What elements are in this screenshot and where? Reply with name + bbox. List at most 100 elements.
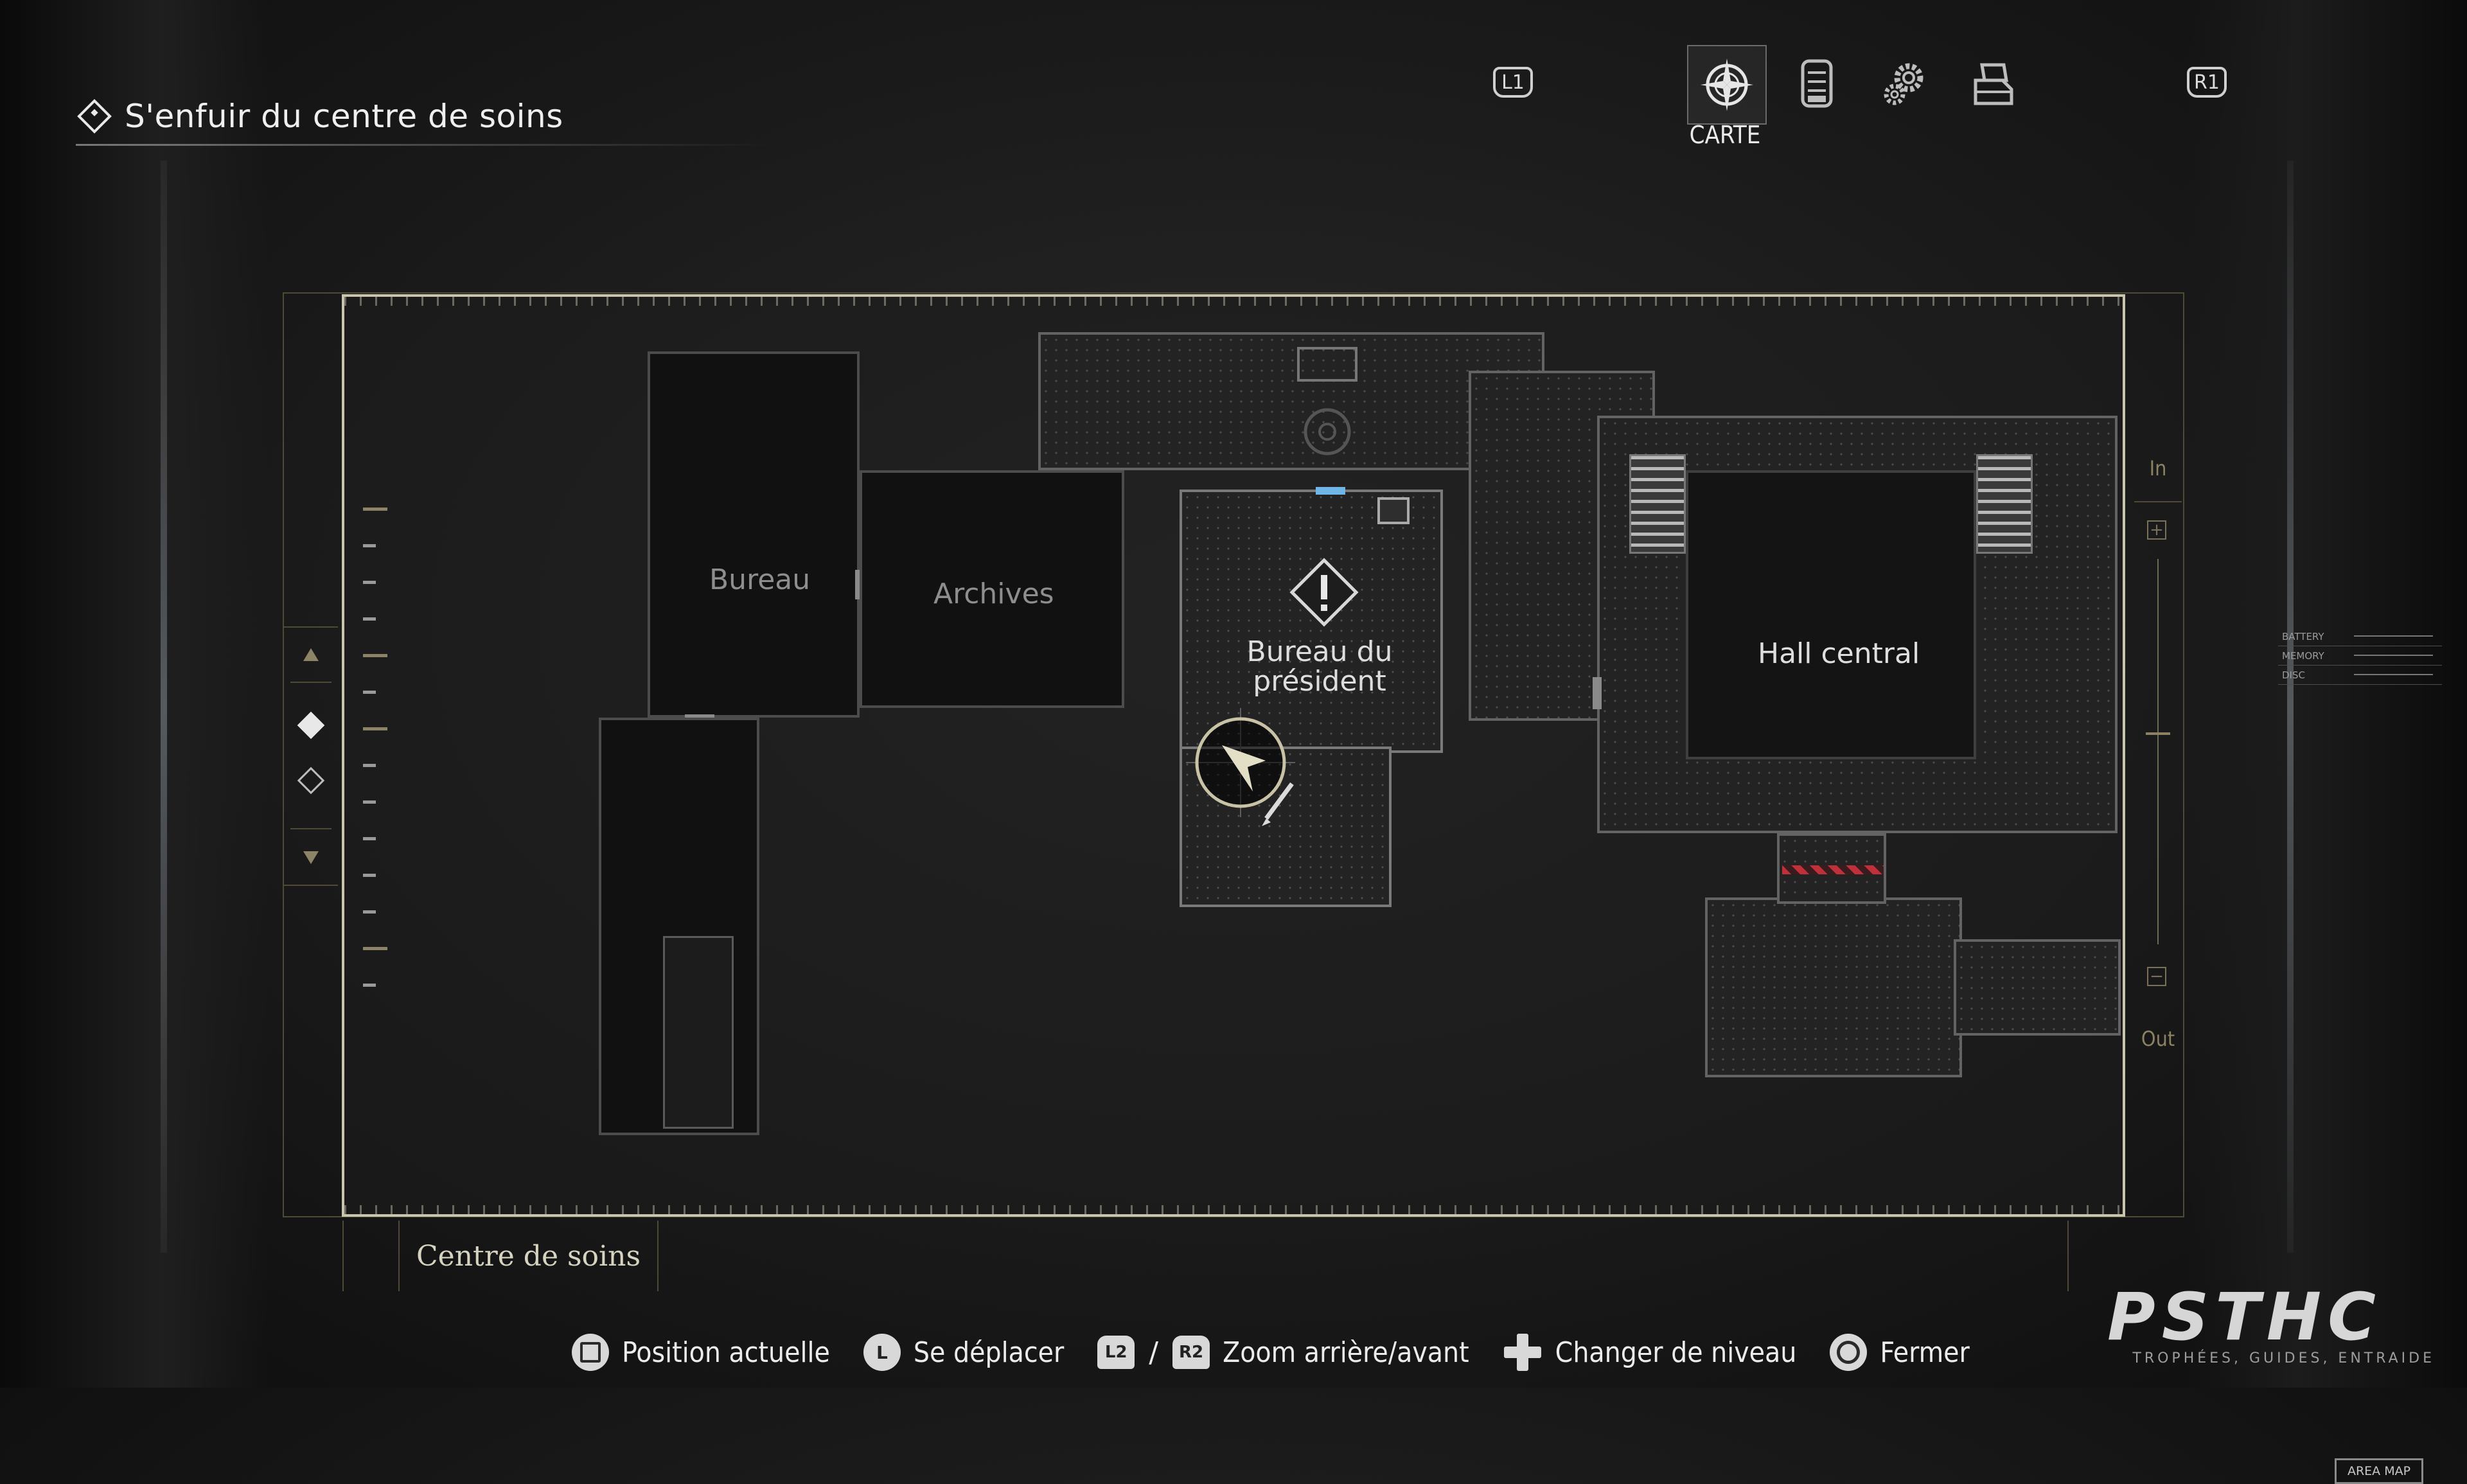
control-move[interactable]: L Se déplacer xyxy=(863,1334,1064,1371)
status-label: DISC xyxy=(2282,669,2305,681)
room-southeast[interactable] xyxy=(1705,897,1962,1077)
room-archives[interactable] xyxy=(860,470,1124,708)
psthc-watermark: PSTHC TROPHÉES, GUIDES, ENTRAIDE xyxy=(2107,1285,2441,1368)
room-bureau-du-president[interactable] xyxy=(1180,490,1443,753)
control-label: Fermer xyxy=(1880,1336,1970,1369)
zoom-slider-track[interactable] xyxy=(2157,559,2159,944)
north-corridor xyxy=(1038,332,1544,470)
locked-barrier xyxy=(1782,865,1884,874)
background-light-beam xyxy=(2287,161,2294,1253)
control-label: Changer de niveau xyxy=(1555,1336,1797,1369)
watermark-logo: PSTHC xyxy=(2107,1279,2383,1356)
map-ruler-top xyxy=(344,297,2123,306)
status-label: MEMORY xyxy=(2282,650,2324,662)
gears-icon xyxy=(1884,63,1923,105)
watermark-tagline: TROPHÉES, GUIDES, ENTRAIDE xyxy=(2132,1350,2435,1366)
background-light-beam xyxy=(161,161,167,1253)
level-current[interactable] xyxy=(284,698,338,752)
files-icon xyxy=(1801,59,1833,108)
zoom-in-button[interactable]: + xyxy=(2147,520,2166,540)
floor-dash xyxy=(363,508,387,511)
dpad-icon xyxy=(1503,1334,1541,1371)
l2-trigger-icon: L2 xyxy=(1097,1336,1135,1369)
arrow-up-icon xyxy=(303,648,319,661)
objective-text: S'enfuir du centre de soins xyxy=(125,98,563,135)
level-selector xyxy=(284,626,338,886)
floor-dash xyxy=(363,984,376,987)
square-button-icon xyxy=(572,1334,609,1371)
door-highlighted xyxy=(1316,487,1345,495)
divider xyxy=(342,1221,344,1291)
room-label-bureau: Bureau xyxy=(709,563,811,596)
player-position-icon[interactable] xyxy=(1186,708,1295,817)
zoom-in-label: In xyxy=(2149,456,2167,481)
zoom-slider-thumb[interactable] xyxy=(2146,732,2170,735)
tab-inventory[interactable] xyxy=(1954,45,2031,122)
control-zoom[interactable]: L2 / R2 Zoom arrière/avant xyxy=(1097,1336,1469,1369)
divider xyxy=(2067,1221,2069,1291)
zoom-control: In + − Out xyxy=(2132,443,2184,1070)
zoom-out-label: Out xyxy=(2141,1027,2175,1051)
area-name-box: Centre de soins xyxy=(398,1221,659,1291)
r1-button[interactable]: R1 xyxy=(2187,67,2227,98)
control-label: Se déplacer xyxy=(913,1336,1065,1369)
background-left-vignette xyxy=(0,0,270,1388)
map-viewport[interactable]: Bureau Archives Bureau du président Hall… xyxy=(342,294,2442,1484)
control-change-level[interactable]: Changer de niveau xyxy=(1503,1332,1797,1372)
divider xyxy=(290,682,332,683)
map-outer-frame xyxy=(283,292,2184,1217)
controls-bar: Position actuelle L Se déplacer L2 / R2 … xyxy=(572,1330,2003,1375)
room-label-archives: Archives xyxy=(933,578,1054,610)
circle-button-icon xyxy=(1830,1334,1868,1371)
level-up-button[interactable] xyxy=(284,628,338,682)
control-label: Zoom arrière/avant xyxy=(1223,1336,1469,1369)
control-close[interactable]: Fermer xyxy=(1830,1334,1970,1371)
zoom-out-button[interactable]: − xyxy=(2147,967,2166,986)
level-down-button[interactable] xyxy=(284,831,338,885)
floor-indicator-dashes xyxy=(363,508,389,1009)
map-ruler-bottom xyxy=(344,1205,2123,1214)
room-bureau[interactable] xyxy=(648,351,860,718)
room-southeast-annex xyxy=(1954,939,2121,1036)
tab-files[interactable] xyxy=(1778,45,1855,122)
divider xyxy=(290,828,332,829)
floor-dash xyxy=(363,874,376,877)
north-room-furniture xyxy=(1297,347,1357,455)
r2-trigger-icon: R2 xyxy=(1172,1336,1210,1369)
status-label: BATTERY xyxy=(2282,631,2324,642)
floor-dash xyxy=(363,764,376,767)
background-right-vignette xyxy=(2184,0,2467,1388)
safe-icon[interactable] xyxy=(1377,497,1410,524)
tab-gears[interactable] xyxy=(1866,45,1943,122)
compass-icon xyxy=(1701,58,1753,111)
objective-diamond-icon xyxy=(77,99,112,134)
floor-dash xyxy=(363,544,376,547)
arrow-down-icon xyxy=(303,851,319,864)
level-diamond-icon xyxy=(297,766,325,795)
floor-dash xyxy=(363,837,376,840)
pen-item-icon[interactable] xyxy=(1257,779,1302,830)
floor-dash xyxy=(363,617,376,621)
tab-map-label: CARTE xyxy=(1689,121,1761,149)
exclamation-marker-icon[interactable] xyxy=(1289,557,1359,628)
divider xyxy=(2134,501,2182,502)
control-separator: / xyxy=(1149,1336,1159,1369)
control-current-position[interactable]: Position actuelle xyxy=(572,1334,830,1371)
floor-dash xyxy=(363,691,376,694)
stairs-east xyxy=(1976,454,2033,554)
floor-dash xyxy=(363,910,376,914)
hall-central-atrium xyxy=(1686,470,1976,759)
area-name: Centre de soins xyxy=(416,1239,641,1273)
room-label-hall-central: Hall central xyxy=(1758,637,1920,670)
l1-button[interactable]: L1 xyxy=(1493,67,1533,98)
left-stick-icon: L xyxy=(863,1334,901,1371)
area-map-label: AREA MAP xyxy=(2335,1458,2423,1484)
device-status-panel: BATTERY MEMORY DISC xyxy=(2278,628,2442,692)
stairs-west xyxy=(1629,454,1686,554)
tab-map[interactable] xyxy=(1687,45,1767,125)
level-diamond-active-icon xyxy=(297,711,325,739)
level-other[interactable] xyxy=(284,754,338,808)
door xyxy=(1593,677,1602,709)
floor-dash xyxy=(363,581,376,584)
floor-dash xyxy=(363,800,376,804)
